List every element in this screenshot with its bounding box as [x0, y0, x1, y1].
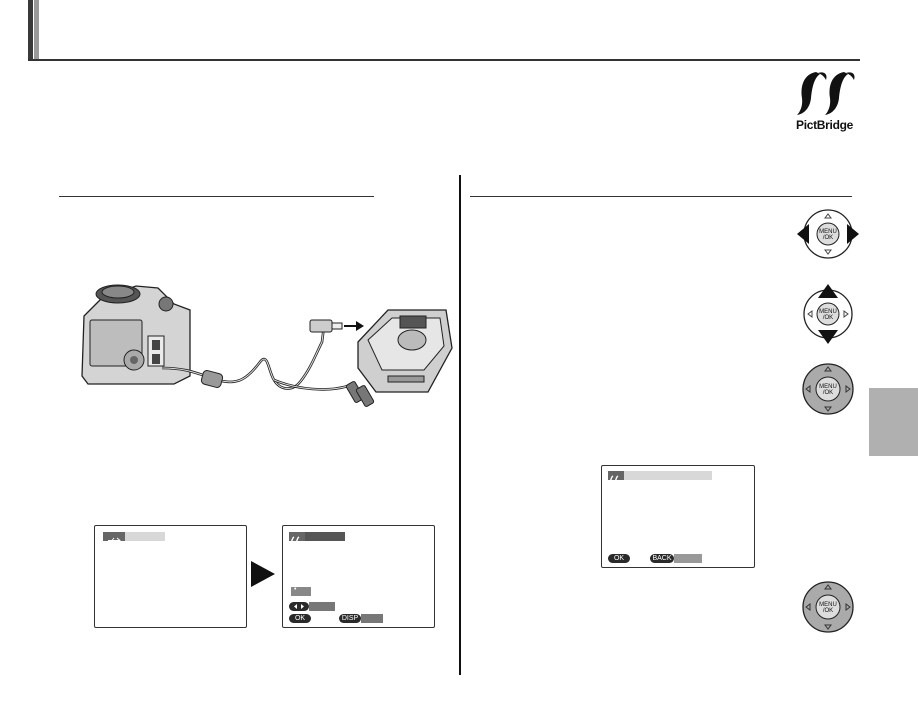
prompt-back-bar	[674, 554, 702, 563]
left-section-rule	[59, 196, 374, 197]
prompt-pictbridge-icon-bar	[608, 471, 624, 484]
usb-icon	[108, 537, 121, 544]
svg-text:/OK: /OK	[823, 608, 833, 614]
prompt-title-bar	[624, 471, 712, 480]
usb-icon-bar	[103, 532, 125, 544]
lcd-pictbridge-screen: • OK DISP	[282, 525, 435, 628]
lcd-usb-screen	[94, 525, 247, 628]
title-underline	[28, 59, 860, 61]
chapter-title-bar	[28, 0, 860, 62]
pictbridge-logo-text: PictBridge	[796, 118, 854, 132]
prompt-ok-pill: OK	[608, 554, 630, 563]
disp-hint-pill: DISP	[339, 614, 361, 623]
left-right-hint-pill	[289, 602, 309, 611]
pictbridge-title-bar	[305, 532, 345, 541]
left-right-hint-bar	[309, 602, 335, 611]
pictbridge-logo: PictBridge	[794, 68, 860, 138]
svg-text:/OK: /OK	[823, 235, 833, 241]
title-accent-dark	[28, 0, 33, 60]
left-right-arrows-icon	[294, 604, 304, 609]
dpad-up-down-icon: MENU /OK	[798, 282, 858, 351]
svg-text:MENU: MENU	[819, 229, 837, 235]
svg-text:/OK: /OK	[823, 390, 833, 396]
ok-hint-pill: OK	[289, 614, 311, 623]
chapter-side-tab	[869, 388, 918, 456]
dpad-center-icon-2: MENU /OK	[801, 580, 855, 639]
pictbridge-small-icon	[609, 475, 619, 484]
pictbridge-small-icon-bar	[289, 532, 305, 545]
svg-text:MENU: MENU	[819, 602, 837, 608]
right-section-rule	[470, 196, 852, 197]
usb-title-bar	[125, 532, 165, 541]
pictbridge-small-icon	[290, 536, 300, 545]
pictbridge-logo-icon	[797, 72, 855, 115]
title-accent-light	[34, 0, 39, 60]
svg-text:MENU: MENU	[819, 384, 837, 390]
right-arrow-icon	[251, 561, 275, 592]
camera-connection-illustration	[78, 280, 458, 420]
prompt-back-pill: BACK	[650, 554, 674, 563]
dpad-center-icon: MENU /OK	[801, 362, 855, 421]
lcd-prompt-screen: OK BACK	[601, 465, 755, 568]
column-divider	[459, 175, 461, 675]
disp-hint-bar	[361, 614, 383, 623]
svg-text:/OK: /OK	[823, 315, 833, 321]
svg-text:MENU: MENU	[819, 309, 837, 315]
frame-indicator: •	[291, 586, 311, 596]
dpad-left-right-icon: MENU /OK	[795, 204, 861, 269]
